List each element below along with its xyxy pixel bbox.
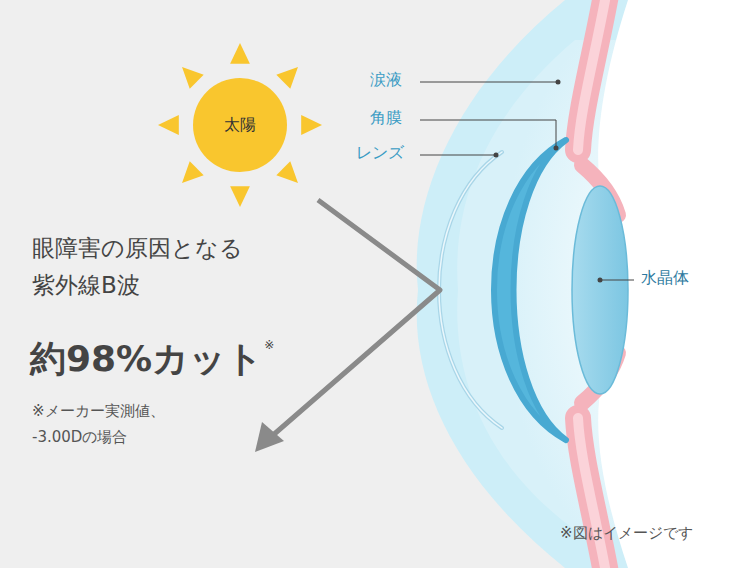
sun-circle: 太陽	[193, 78, 287, 172]
sun-ray	[182, 161, 204, 183]
sun-ray	[158, 115, 179, 135]
sclera-top-inner	[578, 0, 606, 150]
leader-dot	[554, 146, 559, 151]
note-mark: ※	[264, 338, 274, 354]
footnote: ※メーカー実測値、 -3.00Dの場合	[32, 398, 222, 451]
contact-lens	[439, 152, 502, 428]
cornea	[494, 140, 566, 440]
sun-ray	[230, 186, 250, 207]
sclera-bottom	[578, 418, 606, 568]
headline-text: 眼障害の原因となる 紫外線B波	[32, 230, 282, 304]
leader-line	[600, 280, 634, 281]
uv-ray-arrow	[272, 200, 440, 436]
sun-ray	[182, 67, 204, 89]
node-text: 太陽	[224, 115, 256, 136]
contact-lens-highlight	[439, 152, 502, 428]
arrow-head	[255, 422, 284, 452]
leader-dot	[556, 80, 561, 85]
sun-rays	[158, 43, 322, 207]
sun-ray	[230, 43, 250, 64]
leader-lines	[420, 82, 634, 280]
leader-line	[420, 120, 556, 148]
leader-line	[420, 155, 496, 156]
leader-dot	[494, 153, 499, 158]
crystalline-lens	[572, 186, 628, 394]
sclera-top	[578, 0, 606, 150]
sun-ray	[276, 161, 298, 183]
part-label: レンズ	[356, 143, 404, 164]
sun-ray	[301, 115, 322, 135]
part-label: 涙液	[370, 70, 402, 91]
disclaimer: ※図はイメージです	[560, 524, 693, 544]
leader-dot	[598, 278, 603, 283]
sun-ray	[276, 67, 298, 89]
sclera-bottom-inner	[578, 418, 606, 568]
cut-rate: 約98%カット	[30, 336, 263, 383]
leader-line	[420, 82, 558, 83]
part-label: 角膜	[370, 108, 402, 129]
part-label: 水晶体	[641, 268, 689, 289]
